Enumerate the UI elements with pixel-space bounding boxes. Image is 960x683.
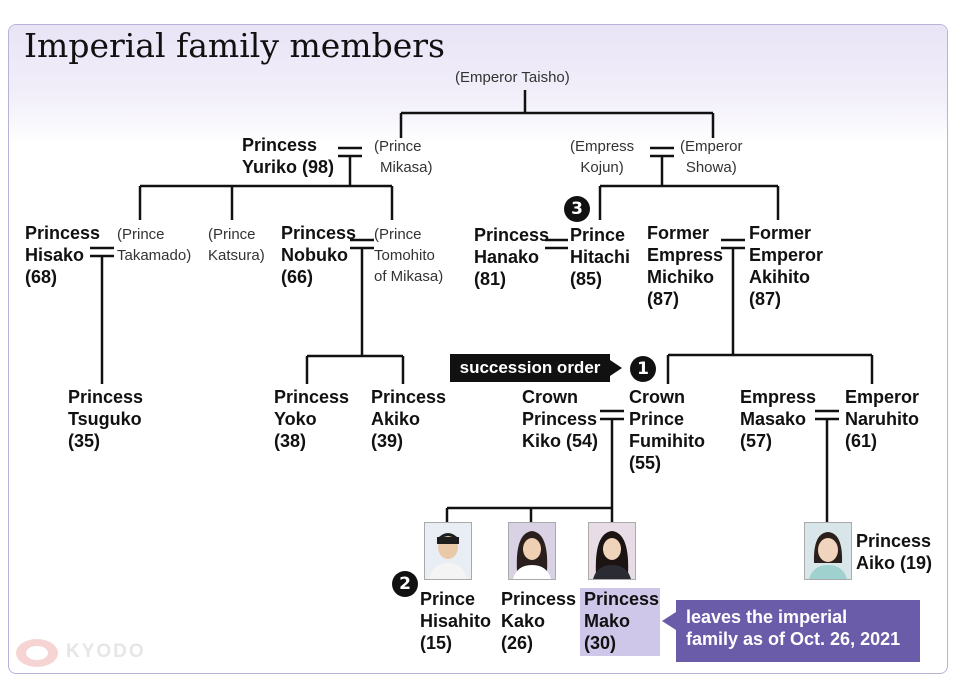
chart-frame bbox=[8, 24, 948, 674]
succession-order-tag: succession order bbox=[450, 354, 610, 382]
succession-number-1: 1 bbox=[630, 356, 656, 382]
aiko-photo bbox=[804, 522, 852, 580]
succession-number-3: 3 bbox=[564, 196, 590, 222]
kako-photo bbox=[508, 522, 556, 580]
page-title: Imperial family members bbox=[24, 26, 445, 65]
kyodo-logo-icon bbox=[16, 639, 58, 667]
mako-photo bbox=[588, 522, 636, 580]
succession-number-2: 2 bbox=[392, 571, 418, 597]
header-band bbox=[9, 25, 947, 145]
hisahito-photo bbox=[424, 522, 472, 580]
credit: KYODO bbox=[66, 641, 146, 662]
succession-arrow-icon bbox=[610, 360, 622, 376]
note-arrow-icon bbox=[662, 612, 676, 630]
emperor-taisho-label: (Emperor Taisho) bbox=[455, 69, 570, 86]
mako-highlight bbox=[580, 588, 660, 656]
